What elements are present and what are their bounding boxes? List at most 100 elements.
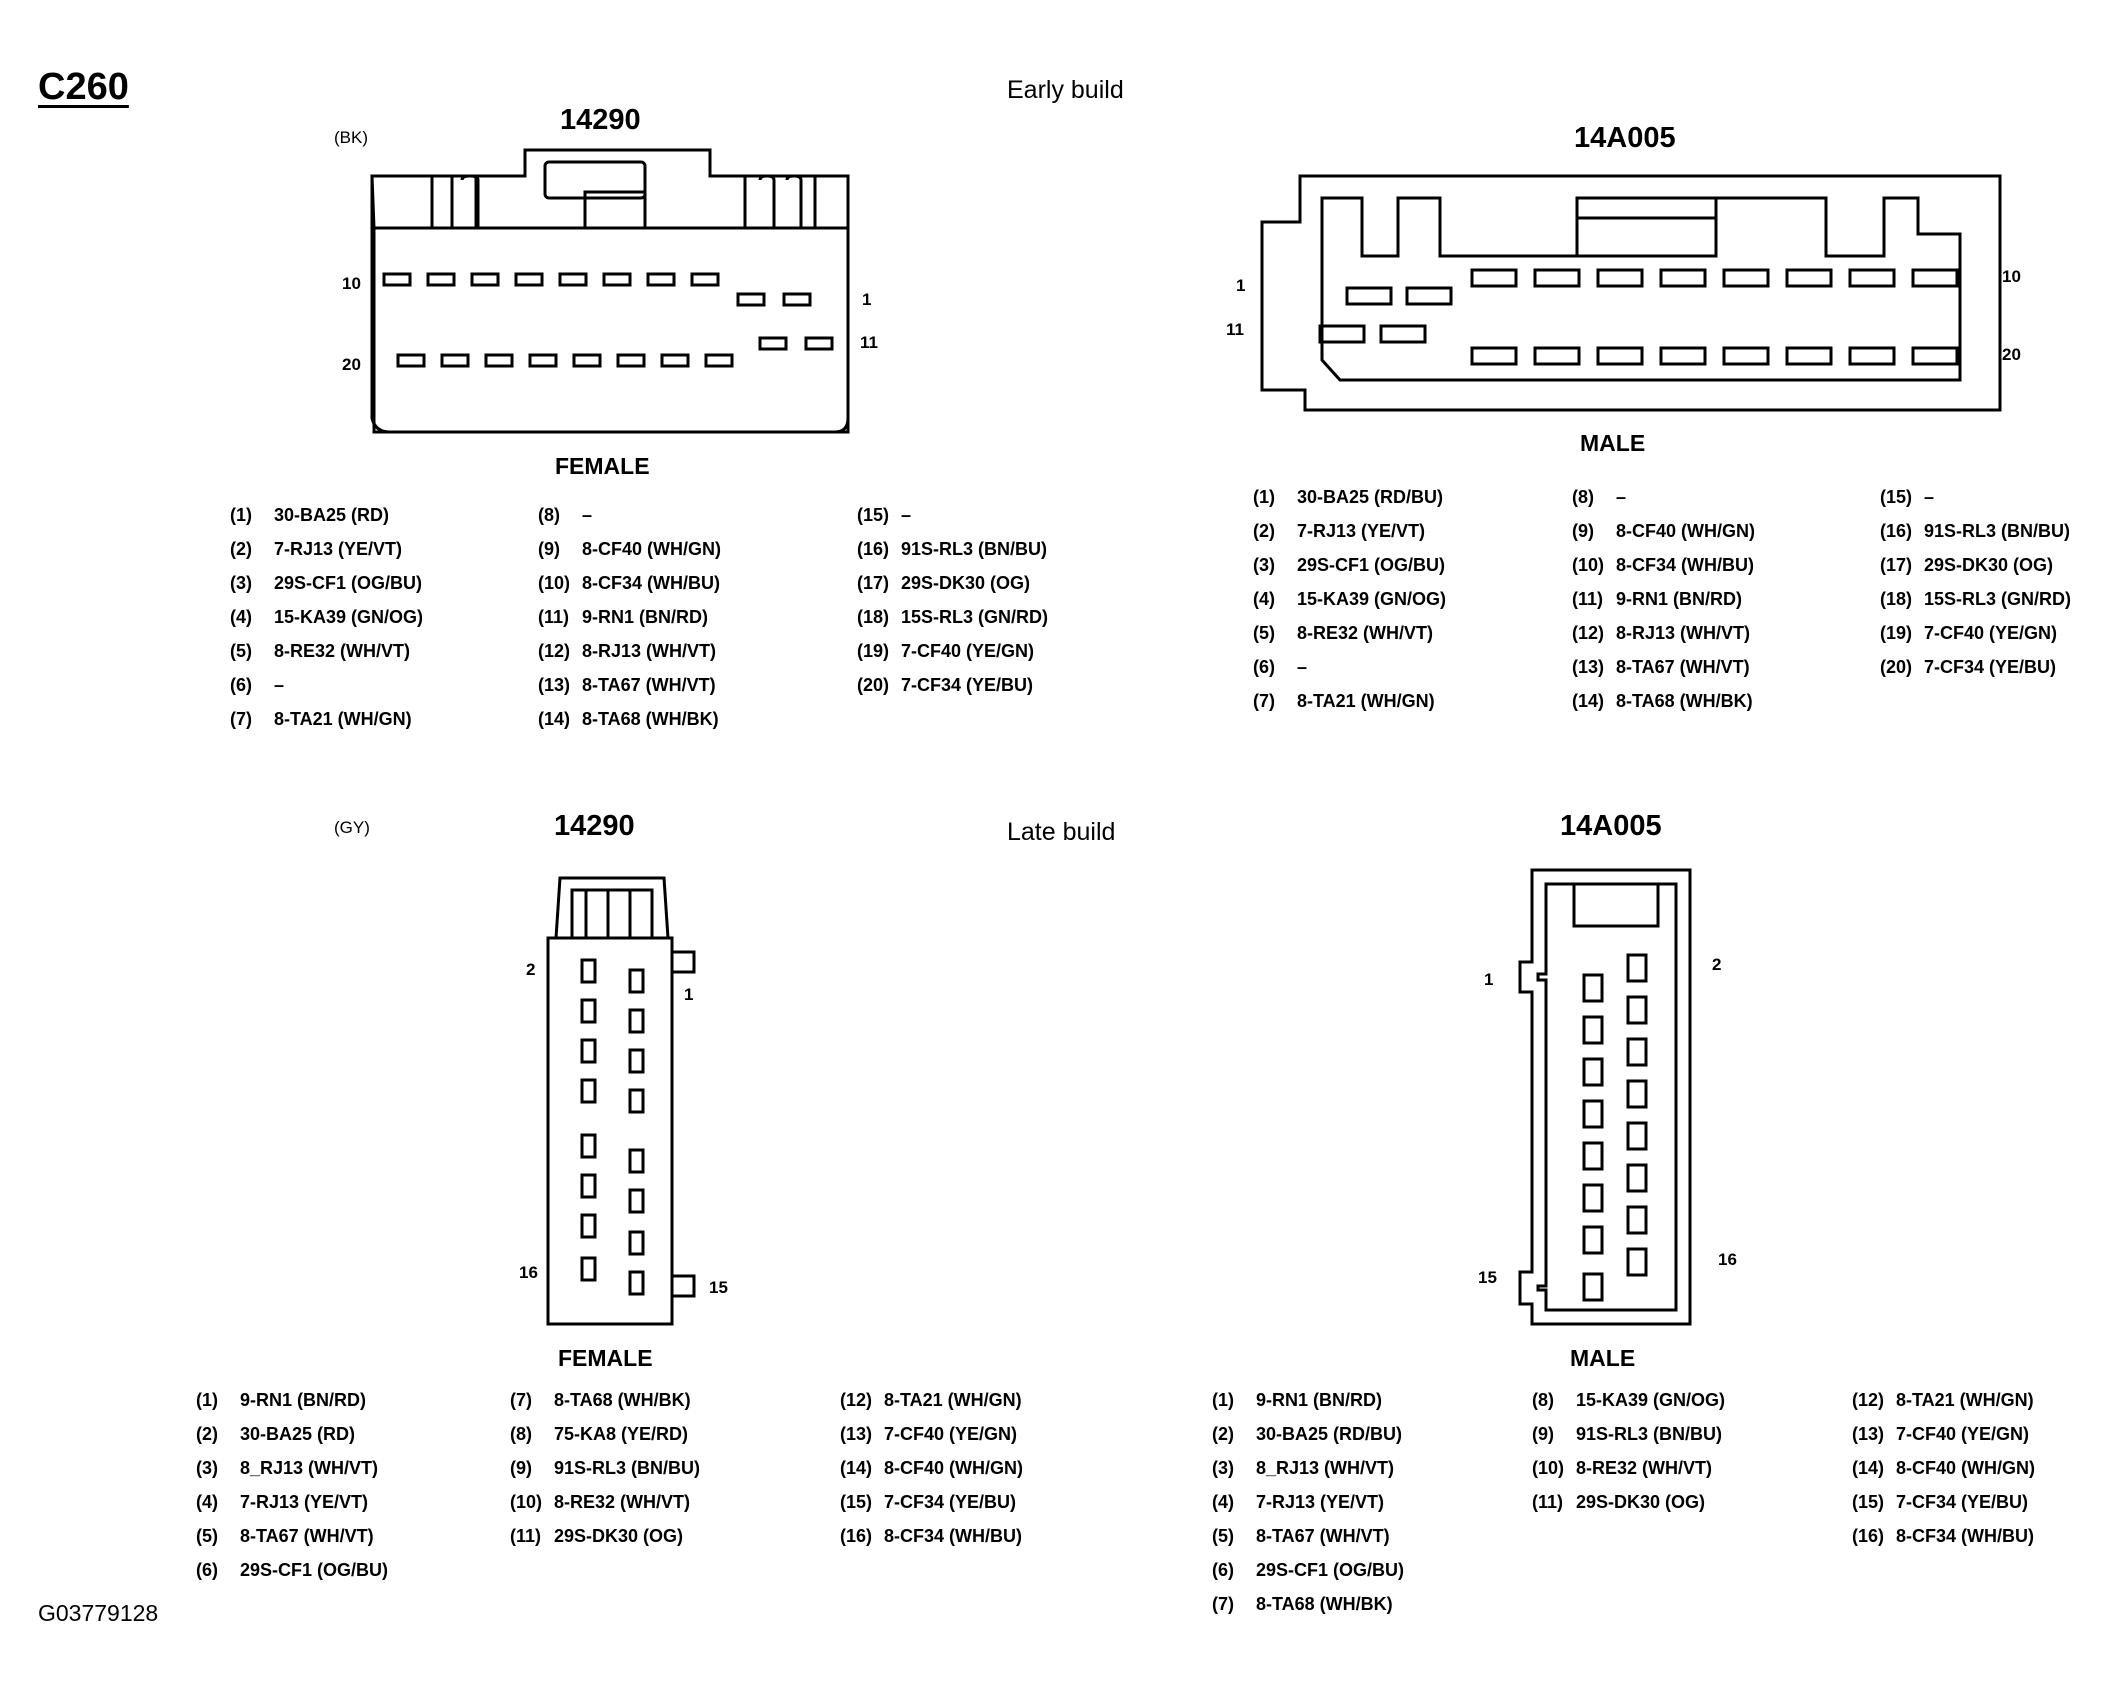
pin-entry: (13) 8-TA67 (WH/VT) [1572,657,1750,678]
pin-number: (3) [1253,555,1275,575]
pin-entry: (2)7-RJ13 (YE/VT) [1253,521,1425,542]
late-female-pin-label-15: 15 [709,1278,728,1297]
late-male-pin-label-16: 16 [1718,1250,1737,1269]
early-female-color: (BK) [334,128,368,147]
pin-number: (8) [538,505,560,525]
pin-entry: (16)91S-RL3 (BN/BU) [857,539,1047,560]
pin-entry: (8) 15-KA39 (GN/OG) [1532,1390,1725,1411]
late-male-connector [1518,868,1692,1326]
pin-number: (15) [1880,487,1913,507]
pin-circuit: – [1297,657,1308,677]
pin-circuit: 7-CF40 (YE/GN) [1896,1424,2030,1444]
pin-number: (16) [840,1526,873,1546]
pin-number: (4) [196,1492,218,1512]
pin-number: (2) [230,539,252,559]
pin-circuit: 8-CF40 (WH/GN) [582,539,721,559]
pin-number: (9) [510,1458,532,1478]
pin-number: (18) [1880,589,1913,609]
pin-number: (18) [857,607,890,627]
pin-number: (9) [538,539,560,559]
pin-number: (10) [510,1492,543,1512]
pin-entry: (15)– [1880,487,1934,508]
pin-number: (16) [1852,1526,1885,1546]
pin-circuit: 29S-CF1 (OG/BU) [274,573,423,593]
pin-circuit: 8-CF40 (WH/GN) [1896,1458,2035,1478]
pin-entry: (1)9-RN1 (BN/RD) [1212,1390,1382,1411]
pin-circuit: 29S-DK30 (OG) [901,573,1031,593]
pin-circuit: 15-KA39 (GN/OG) [1297,589,1447,609]
pin-number: (1) [1212,1390,1234,1410]
pin-circuit: 8-TA67 (WH/VT) [240,1526,374,1546]
pin-entry: (8)– [1572,487,1626,508]
pin-entry: (5)8-RE32 (WH/VT) [230,641,410,662]
late-female-color: (GY) [334,818,370,837]
pin-circuit: 8-CF34 (WH/BU) [884,1526,1022,1546]
pin-circuit: 8-TA21 (WH/GN) [1297,691,1435,711]
pin-entry: (20)7-CF34 (YE/BU) [857,675,1033,696]
pin-entry: (19)7-CF40 (YE/GN) [1880,623,2057,644]
pin-entry: (18)15S-RL3 (GN/RD) [857,607,1048,628]
pin-number: (1) [230,505,252,525]
early-male-pin-label-11: 11 [1226,320,1244,339]
pin-number: (9) [1572,521,1594,541]
early-male-pin-label-1: 1 [1236,276,1246,295]
pin-entry: (17)29S-DK30 (OG) [857,573,1030,594]
pin-circuit: 29S-CF1 (OG/BU) [1256,1560,1405,1580]
pin-circuit: 9-RN1 (BN/RD) [240,1390,366,1410]
pin-entry: (8)75-KA8 (YE/RD) [510,1424,688,1445]
early-male-connector [1260,174,2002,412]
pin-entry: (12)8-TA21 (WH/GN) [840,1390,1022,1411]
pin-number: (8) [510,1424,532,1444]
late-male-pin-label-1: 1 [1484,970,1494,989]
pin-entry: (1)30-BA25 (RD) [230,505,389,526]
late-female-cavities [580,958,645,1296]
pin-entry: (15)– [857,505,911,526]
pin-number: (5) [1212,1526,1234,1546]
pin-circuit: 8-TA68 (WH/BK) [1616,691,1753,711]
pin-entry: (10)8-RE32 (WH/VT) [1532,1458,1712,1479]
pin-circuit: – [582,505,593,525]
pin-entry: (4)7-RJ13 (YE/VT) [196,1492,368,1513]
late-female-gender: FEMALE [558,1345,653,1371]
early-male-part-number: 14A005 [1574,122,1676,154]
late-build-label: Late build [1007,818,1116,846]
pin-number: (4) [1212,1492,1234,1512]
pin-circuit: 9-RN1 (BN/RD) [582,607,708,627]
pin-number: (6) [230,675,252,695]
pin-number: (8) [1532,1390,1554,1410]
pin-circuit: 8-TA67 (WH/VT) [1616,657,1750,677]
pin-number: (11) [510,1526,542,1546]
pin-entry: (7)8-TA68 (WH/BK) [1212,1594,1393,1615]
pin-circuit: 8-RJ13 (WH/VT) [1616,623,1751,643]
pin-entry: (16) 8-CF34 (WH/BU) [840,1526,1022,1547]
pin-number: (12) [840,1390,873,1410]
pin-number: (2) [196,1424,218,1444]
pin-entry: (13)7-CF40 (YE/GN) [840,1424,1017,1445]
pin-circuit: – [274,675,285,695]
early-male-pin-label-10: 10 [2002,267,2021,286]
pin-number: (10) [538,573,571,593]
pin-number: (15) [1852,1492,1885,1512]
pin-entry: (14)8-CF40 (WH/GN) [1852,1458,2035,1479]
pin-circuit: 29S-DK30 (OG) [1924,555,2054,575]
pin-number: (13) [1572,657,1605,677]
pin-circuit: 7-RJ13 (YE/VT) [274,539,403,559]
pin-number: (4) [1253,589,1275,609]
pin-number: (3) [196,1458,218,1478]
pin-circuit: 15-KA39 (GN/OG) [1576,1390,1726,1410]
pin-circuit: – [1924,487,1935,507]
pin-number: (14) [538,709,571,729]
pin-entry: (4)15-KA39 (GN/OG) [230,607,423,628]
pin-number: (11) [1532,1492,1564,1512]
pin-number: (15) [857,505,890,525]
pin-circuit: 9-RN1 (BN/RD) [1616,589,1742,609]
pin-number: (11) [538,607,570,627]
pin-entry: (14)8-TA68 (WH/BK) [1572,691,1753,712]
pin-entry: (3)8_RJ13 (WH/VT) [1212,1458,1394,1479]
pin-entry: (2)30-BA25 (RD/BU) [1212,1424,1402,1445]
pin-circuit: 7-RJ13 (YE/VT) [1256,1492,1385,1512]
early-female-pin-label-20: 20 [342,355,361,374]
pin-number: (16) [857,539,890,559]
pin-number: (3) [230,573,252,593]
pin-number: (8) [1572,487,1594,507]
